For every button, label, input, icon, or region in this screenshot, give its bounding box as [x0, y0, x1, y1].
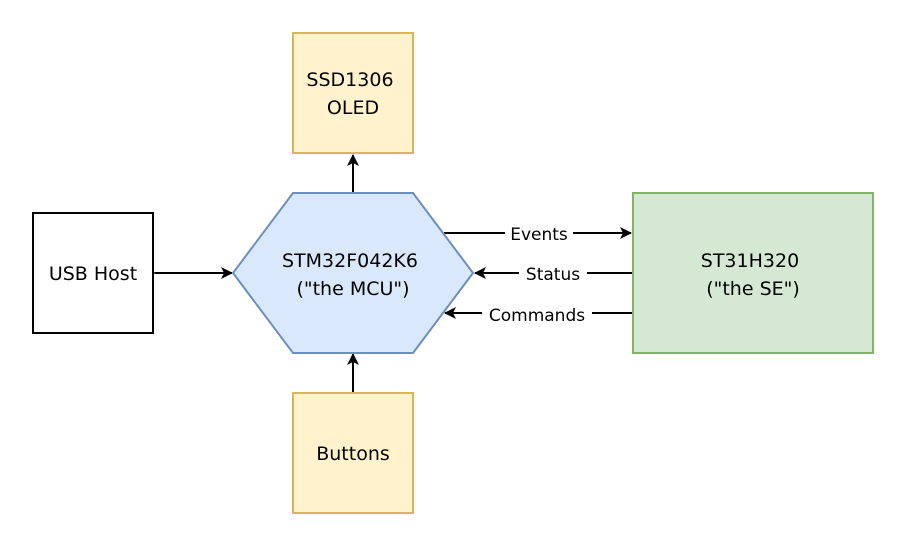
oled-label-line-2: OLED	[327, 97, 379, 119]
se-node: ST31H320 ("the SE")	[632, 192, 874, 354]
svg-text:SSD1306 OLED: SSD1306 OLED	[306, 69, 399, 119]
events-label: Events	[510, 225, 568, 245]
oled-label-line-1: SSD1306	[306, 69, 393, 91]
svg-text:STM32F042K6 ("the MCU"): STM32F042K6 ("the MCU")	[282, 250, 424, 300]
usb-host-box	[32, 212, 154, 334]
mcu-label-line-2: ("the MCU")	[296, 278, 409, 300]
usb-host-node: USB Host	[32, 212, 154, 334]
oled-node: SSD1306 OLED	[292, 32, 414, 154]
svg-text:ST31H320 ("the SE"): ST31H320 ("the SE")	[701, 250, 805, 300]
buttons-box	[292, 392, 414, 514]
buttons-node: Buttons	[292, 392, 414, 514]
status-label: Status	[526, 265, 580, 285]
se-label-line-2: ("the SE")	[706, 278, 800, 300]
se-label-line-1: ST31H320	[701, 250, 799, 272]
commands-label: Commands	[489, 306, 585, 326]
mcu-label-line-1: STM32F042K6	[282, 250, 418, 272]
usb-host-label: USB Host	[49, 263, 137, 285]
edge-labels: Events Status Commands	[482, 223, 592, 326]
mcu-node: STM32F042K6 ("the MCU")	[231, 192, 475, 354]
se-box	[632, 192, 874, 354]
oled-box	[292, 32, 414, 154]
mcu-hexagon	[231, 192, 475, 354]
buttons-label: Buttons	[316, 443, 390, 465]
